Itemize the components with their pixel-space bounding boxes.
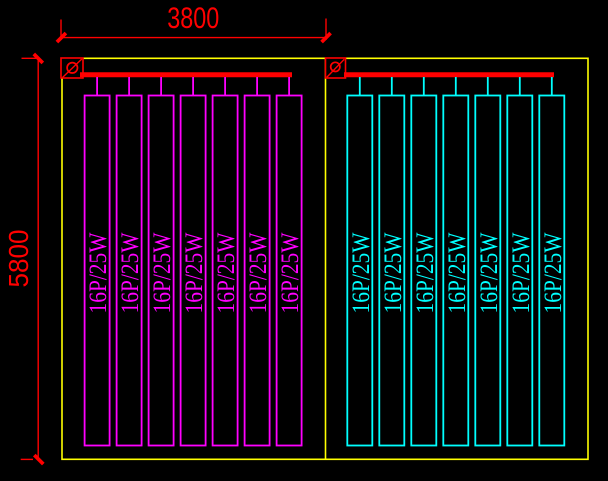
svg-text:16P/25W: 16P/25W: [507, 232, 535, 314]
svg-text:16P/25W: 16P/25W: [411, 232, 439, 314]
svg-text:16P/25W: 16P/25W: [475, 232, 503, 314]
svg-text:16P/25W: 16P/25W: [116, 232, 144, 314]
svg-text:16P/25W: 16P/25W: [347, 232, 375, 314]
svg-text:16P/25W: 16P/25W: [244, 232, 272, 314]
svg-text:16P/25W: 16P/25W: [276, 232, 304, 314]
svg-text:16P/25W: 16P/25W: [379, 232, 407, 314]
svg-text:16P/25W: 16P/25W: [84, 232, 112, 314]
svg-text:16P/25W: 16P/25W: [148, 232, 176, 314]
svg-text:3800: 3800: [167, 1, 219, 34]
svg-text:5800: 5800: [4, 229, 35, 287]
svg-text:16P/25W: 16P/25W: [212, 232, 240, 314]
svg-text:16P/25W: 16P/25W: [443, 232, 471, 314]
svg-text:16P/25W: 16P/25W: [539, 232, 567, 314]
svg-text:16P/25W: 16P/25W: [180, 232, 208, 314]
